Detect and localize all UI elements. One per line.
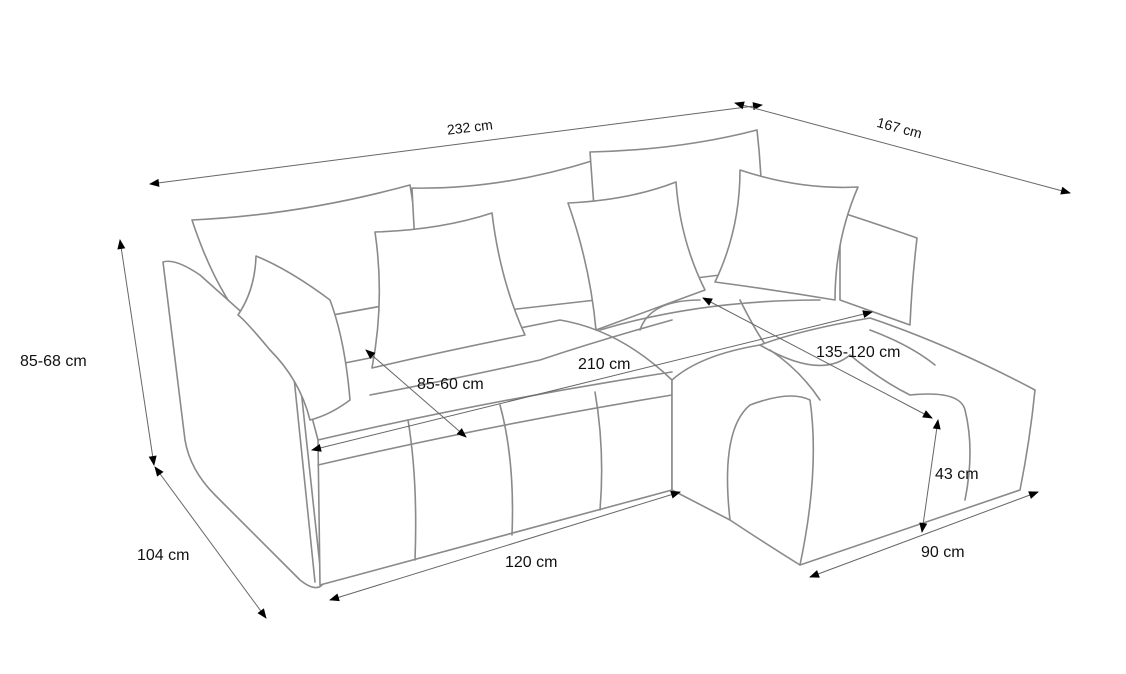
arrow-chaise-length xyxy=(702,297,933,419)
right-arm xyxy=(839,211,918,326)
arrow-seat-height xyxy=(919,419,941,533)
label-chaise-length: 135-120 cm xyxy=(816,344,901,361)
label-seat-width: 210 cm xyxy=(578,356,630,373)
arrow-front-width xyxy=(329,490,681,602)
left-arm-edge xyxy=(292,367,316,583)
label-front-width: 120 cm xyxy=(505,554,557,571)
arrow-height xyxy=(117,239,157,466)
arrow-total-width xyxy=(149,102,763,187)
label-total-width: 232 cm xyxy=(446,116,494,137)
arrow-total-depth xyxy=(734,101,1071,195)
label-side-depth: 104 cm xyxy=(137,547,189,564)
label-chaise-width: 90 cm xyxy=(921,544,965,561)
label-height: 85-68 cm xyxy=(20,353,87,370)
label-total-depth: 167 cm xyxy=(875,114,923,141)
label-seat-depth: 85-60 cm xyxy=(417,376,484,393)
dimension-labels: 232 cm 167 cm 85-68 cm 104 cm 120 cm 90 … xyxy=(20,114,979,571)
pillow-3 xyxy=(567,181,706,331)
label-seat-height: 43 cm xyxy=(935,466,979,483)
dimension-arrows xyxy=(117,101,1071,619)
arrow-chaise-width xyxy=(809,491,1039,578)
arrow-side-depth xyxy=(154,466,267,619)
